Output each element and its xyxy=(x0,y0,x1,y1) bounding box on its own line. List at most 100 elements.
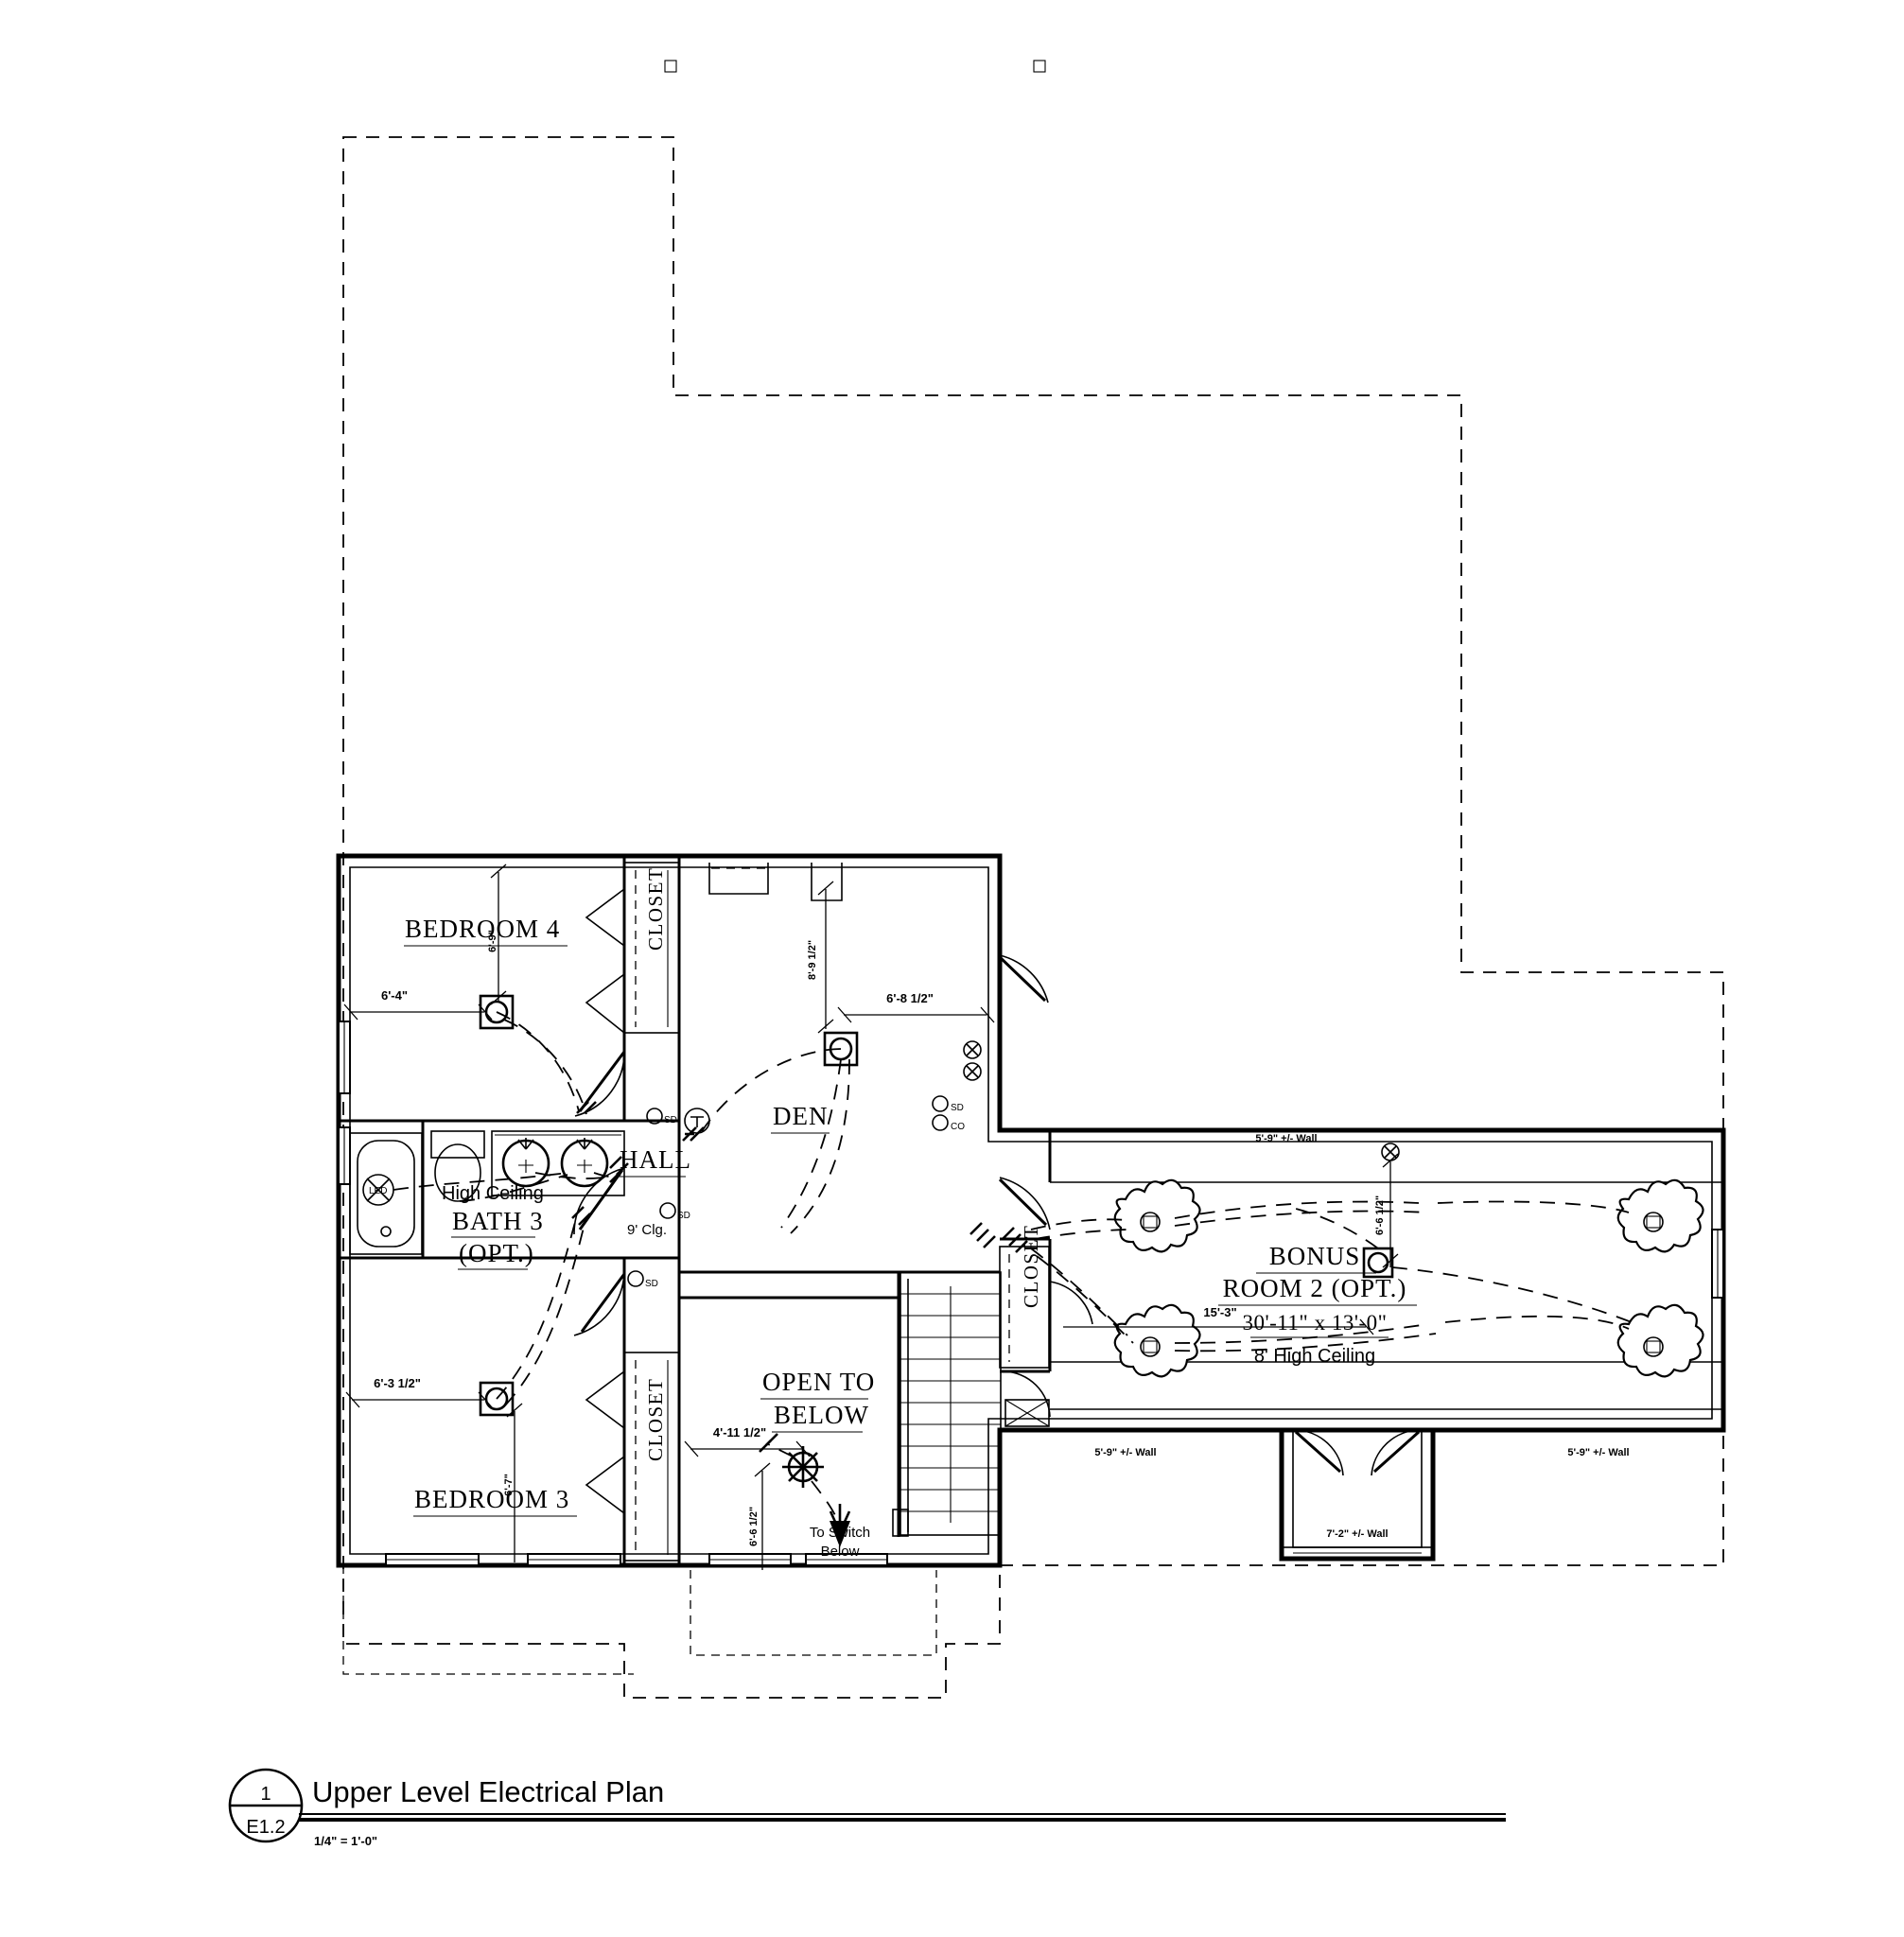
dim-bonus-v: 6'-6 1/2" xyxy=(1374,1153,1399,1268)
dim-bedroom4-h: 6'-4" xyxy=(343,988,493,1021)
hall-ceiling-label: 9' Clg. xyxy=(627,1222,667,1238)
room-label-bedroom4: BEDROOM 4 xyxy=(404,915,568,947)
co-detector-den[interactable]: CO xyxy=(932,1114,965,1132)
smoke-detector-hall-label: SD xyxy=(664,1115,677,1126)
smoke-detector-bed3[interactable]: SD xyxy=(627,1270,658,1289)
smoke-detector-hall2[interactable]: SD xyxy=(659,1202,690,1221)
crop-marks xyxy=(664,60,1046,73)
bath-ceiling-note: High Ceiling xyxy=(442,1183,544,1204)
led-tub-light-label: LED xyxy=(369,1186,387,1196)
wall-note-bottom-left: 5'-9" +/- Wall xyxy=(1094,1447,1156,1458)
bonus-label-line2: ROOM 2 (OPT.) xyxy=(1223,1274,1407,1302)
dim-bedroom3-v: 6'-7" xyxy=(503,1403,523,1562)
bonus-size-label: 30'-11" x 13'-0" xyxy=(1242,1311,1387,1335)
access-hatch xyxy=(1004,1399,1050,1427)
dim-bonus-h: 15'-3" xyxy=(1063,1305,1374,1335)
bonus-ceiling-label: 8' High Ceiling xyxy=(1254,1346,1375,1367)
to-switch-below-note: To Switch Below xyxy=(810,1525,870,1560)
dim-open-v-label: 6'-6 1/2" xyxy=(748,1507,760,1546)
detail-number: 1 xyxy=(260,1784,271,1805)
bath3-label: BATH 3 xyxy=(452,1207,544,1235)
lower-roof-dashed xyxy=(342,1565,937,1675)
switch-bonus-entry[interactable] xyxy=(1002,1227,1028,1253)
outlet-den-2[interactable] xyxy=(963,1062,982,1081)
drawing-title-block: 1 E1.2 Upper Level Electrical Plan 1/4" … xyxy=(228,1768,1506,1848)
dim-bonus-h-label: 15'-3" xyxy=(1203,1305,1236,1319)
stair-run xyxy=(892,1271,1002,1537)
open-to-below-light[interactable] xyxy=(782,1446,824,1488)
ceiling-fixture-bedroom3[interactable] xyxy=(479,1381,515,1417)
closet-stair: CLOSET xyxy=(999,1225,1050,1369)
room-label-den: DEN xyxy=(771,1102,830,1134)
ceiling-fan-bonus-left-1[interactable] xyxy=(1113,1178,1201,1253)
dim-bedroom3-h-label: 6'-3 1/2" xyxy=(374,1376,421,1390)
dim-den-h: 6'-8 1/2" xyxy=(837,991,995,1023)
to-switch-below-label: Below xyxy=(821,1544,860,1560)
doors xyxy=(573,888,1420,1514)
room-label-bath3: High Ceiling BATH 3 (OPT.) xyxy=(442,1183,544,1270)
hall-label: HALL xyxy=(620,1145,691,1174)
smoke-detector-hall[interactable]: SD xyxy=(646,1108,677,1126)
wall-note-dormer: 7'-2" +/- Wall xyxy=(1326,1528,1388,1540)
dim-den-v-label: 8'-9 1/2" xyxy=(807,940,818,980)
hall-ceiling-note: 9' Clg. xyxy=(627,1222,667,1238)
closet-bedroom4-label: CLOSET xyxy=(644,867,667,951)
room-label-hall: HALL xyxy=(618,1145,691,1178)
wall-note-bottom-right: 5'-9" +/- Wall xyxy=(1567,1447,1629,1458)
open-to-label: OPEN TO xyxy=(762,1368,875,1396)
den-label: DEN xyxy=(773,1102,829,1130)
switch-den-stair[interactable] xyxy=(969,1222,996,1248)
bath-fixtures xyxy=(349,1130,625,1255)
dim-bedroom3-v-label: 6'-7" xyxy=(503,1474,515,1496)
smoke-detector-den-label: SD xyxy=(951,1103,964,1113)
wall-note-top-bonus-label: 5'-9" +/- Wall xyxy=(1255,1133,1317,1144)
switch-leg-wiring xyxy=(393,1011,1637,1547)
bath3-opt-label: (OPT.) xyxy=(459,1239,534,1267)
outlet-den-1[interactable] xyxy=(963,1040,982,1059)
switch-bedroom3[interactable] xyxy=(571,1206,591,1226)
to-switch-label: To Switch xyxy=(810,1525,870,1541)
windows xyxy=(338,863,1724,1566)
wall-note-bottom-left-label: 5'-9" +/- Wall xyxy=(1094,1447,1156,1458)
dim-open-h: 4'-11 1/2" xyxy=(684,1425,811,1457)
bonus-label-line1: BONUS xyxy=(1269,1242,1361,1270)
co-detector-den-label: CO xyxy=(951,1122,965,1132)
switch-open-below[interactable] xyxy=(759,1433,778,1453)
wall-note-bottom-right-label: 5'-9" +/- Wall xyxy=(1567,1447,1629,1458)
dim-den-v: 8'-9 1/2" xyxy=(807,881,834,1034)
switch-bath-vanity[interactable] xyxy=(609,1156,629,1183)
room-label-bedroom3: BEDROOM 3 xyxy=(413,1485,577,1517)
room-label-bonus: BONUS ROOM 2 (OPT.) 30'-11" x 13'-0" 8' … xyxy=(1218,1242,1417,1367)
dim-bedroom3-h: 6'-3 1/2" xyxy=(345,1376,493,1408)
dim-den-h-label: 6'-8 1/2" xyxy=(886,991,934,1005)
dormer-bump-out xyxy=(1279,1430,1436,1562)
plan-scale: 1/4" = 1'-0" xyxy=(314,1834,377,1848)
smoke-detector-bed3-label: SD xyxy=(645,1279,658,1289)
switch-hall[interactable] xyxy=(682,1126,705,1142)
thermostat-hall[interactable] xyxy=(684,1108,710,1134)
ceiling-fan-bonus-left-2[interactable] xyxy=(1113,1303,1201,1378)
closet-stair-label: CLOSET xyxy=(1020,1225,1042,1308)
dim-bedroom4-h-label: 6'-4" xyxy=(381,988,408,1003)
led-tub-light[interactable]: LED xyxy=(362,1174,394,1206)
closet-bedroom3: CLOSET xyxy=(623,1352,680,1562)
dim-open-h-label: 4'-11 1/2" xyxy=(713,1425,766,1440)
wall-note-top-bonus: 5'-9" +/- Wall xyxy=(1255,1133,1317,1144)
below-label: BELOW xyxy=(774,1401,869,1429)
outlet-bonus-top[interactable] xyxy=(1381,1143,1400,1161)
smoke-detector-den[interactable]: SD xyxy=(932,1095,964,1113)
dim-bedroom4-v: 6'-9" xyxy=(487,864,507,1005)
closet-bedroom4: CLOSET xyxy=(623,862,680,1034)
smoke-detector-hall2-label: SD xyxy=(677,1211,690,1221)
wall-note-dormer-label: 7'-2" +/- Wall xyxy=(1326,1528,1388,1540)
ceiling-fan-bonus-right-2[interactable] xyxy=(1616,1303,1704,1378)
bedroom4-label: BEDROOM 4 xyxy=(405,915,560,943)
ceiling-fan-bonus-right-1[interactable] xyxy=(1616,1178,1704,1253)
closet-bedroom3-label: CLOSET xyxy=(644,1378,667,1461)
dim-bonus-v-label: 6'-6 1/2" xyxy=(1374,1195,1386,1235)
sheet-number: E1.2 xyxy=(246,1817,285,1838)
dim-bedroom4-v-label: 6'-9" xyxy=(487,930,498,952)
room-label-open-to-below: OPEN TO BELOW xyxy=(760,1368,875,1433)
